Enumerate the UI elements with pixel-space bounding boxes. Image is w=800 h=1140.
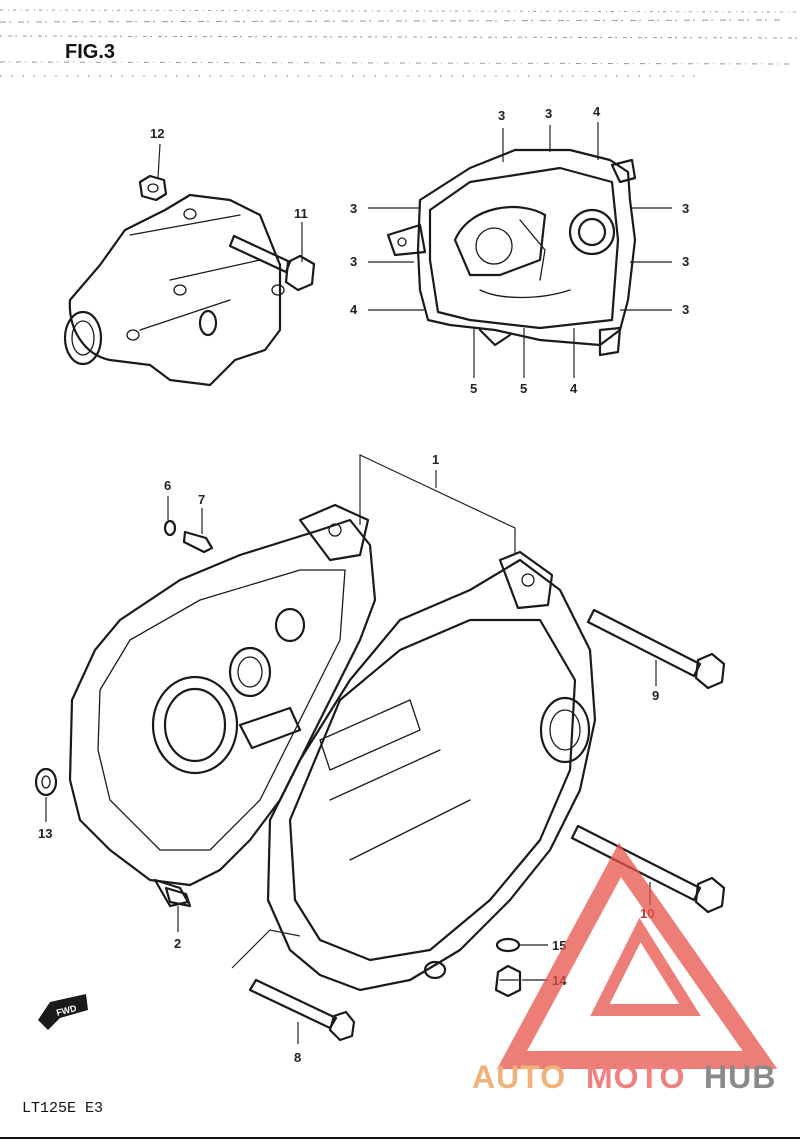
callout-5-left: 5 [470,381,477,396]
bolt-9-part [586,608,726,690]
watermark-moto: MOTO [586,1059,685,1095]
figure-title: FIG.3 [65,41,115,63]
watermark-auto: AUTO [472,1059,566,1095]
washer-13-part [34,767,58,797]
watermark-wordmark: AUTO MOTO HUB [472,1059,776,1095]
dowel-2-part [164,886,192,908]
fwd-arrow-label: FWD [55,1003,78,1018]
model-code: LT125E E3 [22,1100,103,1117]
upper-leaders [157,122,672,378]
callout-4-top: 4 [593,104,601,119]
bolt-8-part [248,978,356,1042]
crankcase-right-half-part [266,550,597,992]
o-ring-6-part [163,519,177,537]
nut-12-part [138,174,168,202]
callout-4-left: 4 [350,302,358,317]
callout-3-top-left: 3 [498,108,505,123]
callout-3-left-upper: 3 [350,201,357,216]
rear-cover-part [63,193,285,387]
crankcase-left-half-part [68,503,377,908]
callout-2: 2 [174,936,181,951]
left-crankcase-cover-part [386,148,637,357]
bracket-1 [359,454,516,555]
callout-7: 7 [198,492,205,507]
pin-7-part [182,530,214,554]
callout-1: 1 [432,452,439,467]
callout-13: 13 [38,826,52,841]
callout-11: 11 [294,206,308,221]
callout-12: 12 [150,126,164,141]
callout-4-bottom: 4 [570,381,578,396]
callout-9: 9 [652,688,659,703]
callout-3-left-middle: 3 [350,254,357,269]
callout-3-right-middle: 3 [682,254,689,269]
watermark-hub: HUB [704,1059,776,1095]
fwd-arrow-icon: FWD [38,994,88,1030]
scan-noise-header [0,9,800,77]
callout-3-top-right: 3 [545,106,552,121]
callout-3-right-lower: 3 [682,302,689,317]
gasket-15-part [495,937,521,953]
bolt-10-part [570,824,726,914]
watermark-logo-icon [496,842,778,1069]
plug-14-part [494,964,522,998]
callout-6: 6 [164,478,171,493]
callout-3-right-upper: 3 [682,201,689,216]
callout-8: 8 [294,1050,301,1065]
callout-5-right: 5 [520,381,527,396]
bolt-11-part [228,234,316,292]
